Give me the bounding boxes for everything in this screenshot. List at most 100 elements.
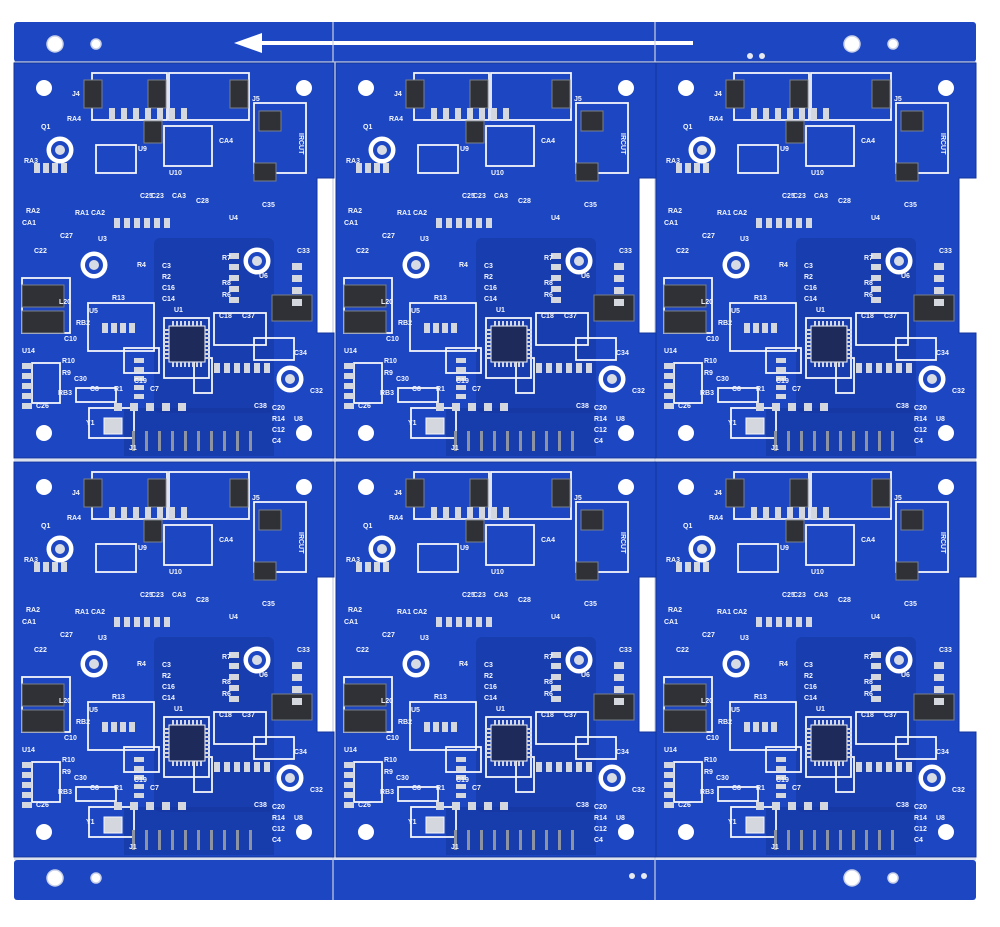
component-pad-small — [762, 323, 768, 333]
component-pad-small — [456, 385, 466, 390]
ic-pin — [205, 329, 210, 331]
component-pad-large — [663, 310, 707, 334]
ic-pin — [506, 761, 508, 766]
ic-pin — [847, 329, 852, 331]
pcb-board-4: J4J5Q1RA4RA3IRCUTU9U10CA4CA3C28C25C23C35… — [13, 461, 335, 858]
silkscreen-label-c8: C8 — [732, 785, 741, 792]
silkscreen-label-u4: U4 — [229, 215, 238, 222]
silkscreen-label-c14: C14 — [162, 296, 175, 303]
silkscreen-label-ca1: CA1 — [22, 619, 36, 626]
silkscreen-label-j4: J4 — [394, 490, 402, 497]
component-pad-small — [871, 696, 881, 702]
component-pad-small — [22, 363, 32, 369]
component-pad-large — [725, 478, 745, 508]
silkscreen-outline — [213, 312, 267, 346]
ring-pad-hole — [607, 773, 617, 783]
silkscreen-label-u9: U9 — [138, 545, 147, 552]
component-pad-small — [61, 562, 67, 572]
component-pad-small — [452, 403, 460, 411]
silkscreen-outline — [409, 701, 477, 751]
ring-pad-hole — [377, 544, 387, 554]
silkscreen-label-ca2: CA2 — [413, 210, 427, 217]
ic-pin — [527, 752, 532, 754]
silkscreen-label-ra4: RA4 — [67, 116, 81, 123]
component-pad-small — [157, 108, 163, 120]
component-pad-small — [886, 363, 892, 373]
silkscreen-outline — [253, 501, 307, 573]
component-pad-small — [34, 163, 40, 173]
ic-pin — [486, 341, 491, 343]
silkscreen-label-ca3: CA3 — [494, 193, 508, 200]
silkscreen-label-c16: C16 — [804, 684, 817, 691]
ic-pin — [806, 333, 811, 335]
rail-tooling-hole — [46, 35, 64, 53]
silkscreen-label-c12: C12 — [594, 427, 607, 434]
silkscreen-label-u6: U6 — [581, 273, 590, 280]
component-pad-small — [264, 762, 270, 772]
component-pad-large — [343, 284, 387, 308]
silkscreen-label-r1: R1 — [756, 386, 765, 393]
connector-pin — [132, 431, 135, 451]
silkscreen-outline — [445, 347, 482, 374]
component-pad-small — [762, 722, 768, 732]
silkscreen-outline — [765, 347, 802, 374]
silkscreen-label-c22: C22 — [34, 248, 47, 255]
silkscreen-label-ca4: CA4 — [861, 537, 875, 544]
ic-pin — [527, 345, 532, 347]
silkscreen-label-c32: C32 — [310, 787, 323, 794]
component-pad-small — [776, 617, 782, 627]
silkscreen-label-c38: C38 — [896, 802, 909, 809]
silkscreen-label-c14: C14 — [484, 695, 497, 702]
connector-pin — [891, 431, 894, 451]
ic-pin — [196, 761, 198, 766]
ic-pin — [200, 720, 202, 725]
silkscreen-label-ra2: RA2 — [668, 607, 682, 614]
silkscreen-label-c23: C23 — [473, 592, 486, 599]
component-pad-small — [934, 662, 944, 669]
crystal-pad — [103, 417, 123, 435]
silkscreen-label-u4: U4 — [551, 614, 560, 621]
ic-pin — [522, 761, 524, 766]
mounting-hole — [678, 425, 694, 441]
ic-pin — [176, 761, 178, 766]
silkscreen-label-c38: C38 — [896, 403, 909, 410]
component-pad-small — [796, 617, 802, 627]
component-pad-small — [292, 674, 302, 681]
silkscreen-outline — [253, 337, 295, 361]
component-pad-small — [676, 562, 682, 572]
component-pad-small — [124, 218, 130, 228]
silkscreen-label-r14: R14 — [594, 416, 607, 423]
component-pad-small — [776, 775, 786, 780]
connector-pin — [865, 431, 868, 451]
component-pad-small — [214, 762, 220, 772]
ic-pin — [196, 362, 198, 367]
ic-pin — [806, 341, 811, 343]
component-pad-small — [856, 363, 862, 373]
component-pad-large — [580, 509, 604, 531]
component-pad-small — [164, 617, 170, 627]
component-pad-large — [871, 79, 891, 109]
silkscreen-label-r4: R4 — [459, 661, 468, 668]
silkscreen-outline — [810, 72, 892, 121]
ic-qfn-body — [168, 325, 206, 363]
component-pad-small — [52, 163, 58, 173]
ring-pad-hole — [252, 256, 262, 266]
component-pad-small — [424, 323, 430, 333]
ic-pin — [838, 321, 840, 326]
silkscreen-label-c28: C28 — [838, 597, 851, 604]
component-pad-small — [34, 562, 40, 572]
silkscreen-label-q1: Q1 — [683, 124, 692, 131]
component-pad-small — [685, 562, 691, 572]
component-pad-small — [129, 722, 135, 732]
silkscreen-label-j5: J5 — [894, 495, 902, 502]
component-pad-large — [785, 120, 805, 144]
ic-pin — [806, 349, 811, 351]
connector-pin — [145, 830, 148, 850]
silkscreen-label-y1: Y1 — [86, 819, 95, 826]
ic-pin — [494, 321, 496, 326]
component-pad-small — [551, 696, 561, 702]
ic-pin — [164, 357, 169, 359]
component-pad-small — [479, 108, 485, 120]
ic-pin — [826, 720, 828, 725]
component-pad-small — [292, 263, 302, 270]
